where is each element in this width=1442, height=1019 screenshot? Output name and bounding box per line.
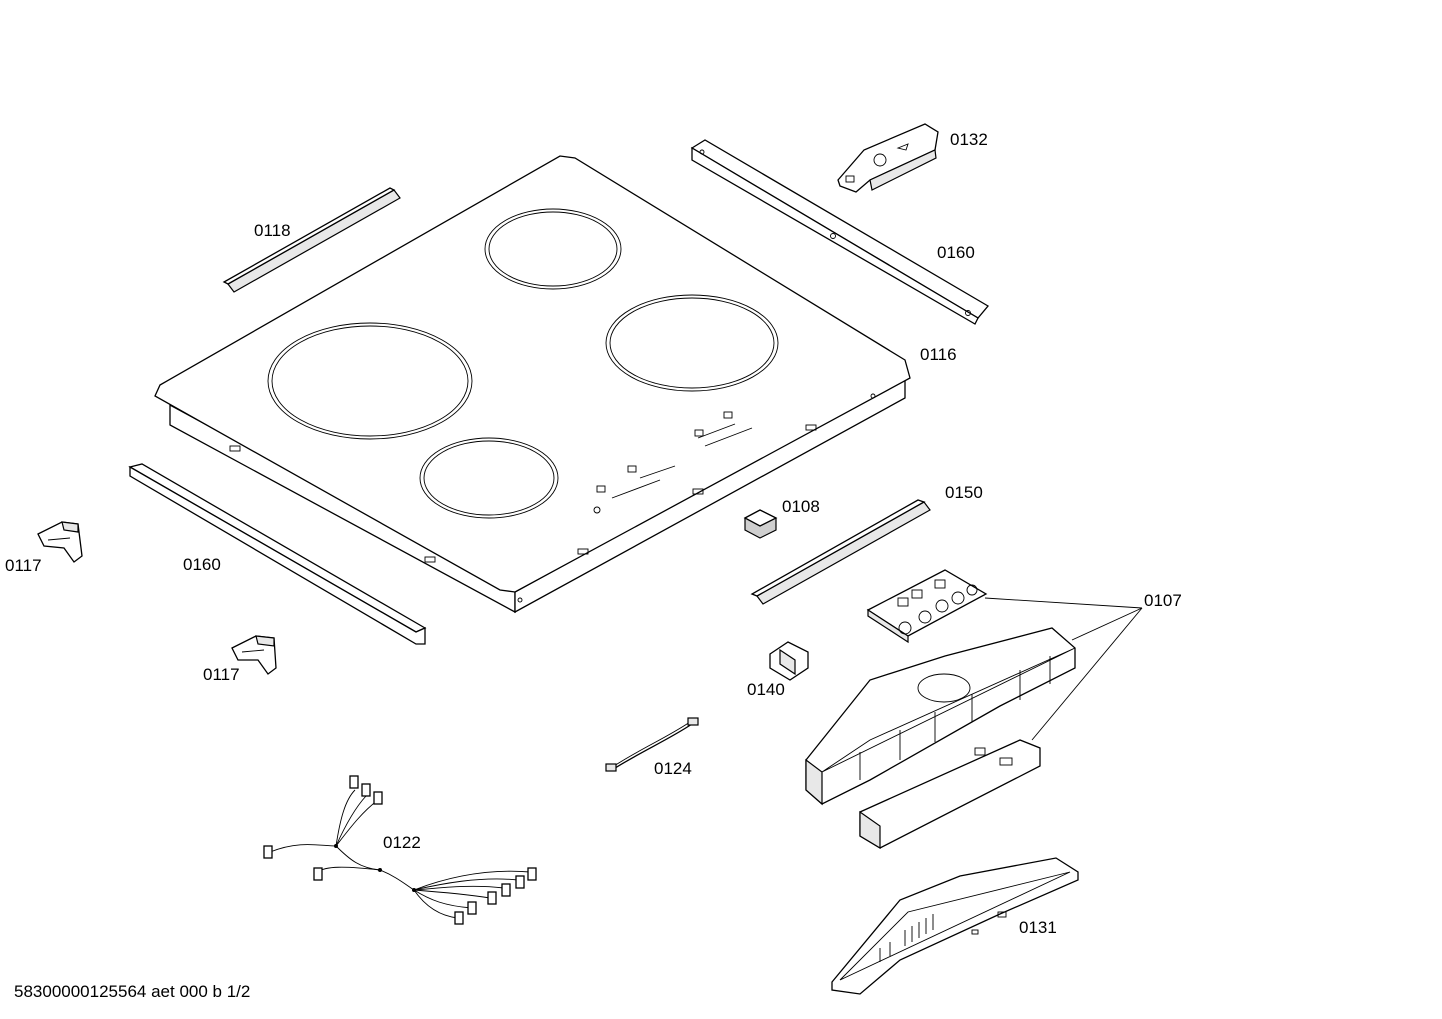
part-0117-clip-bottom[interactable] [231,635,277,675]
label-0107: 0107 [1144,591,1182,610]
label-0117-left: 0117 [5,556,42,575]
part-0107-callout-lines [984,597,1143,741]
part-0150-strip[interactable] [750,499,931,605]
part-0131-frame[interactable] [831,857,1079,995]
part-0122-wiring-harness[interactable] [263,775,537,925]
part-0107-lower-board[interactable] [859,739,1041,850]
part-0140-clip[interactable] [769,641,809,681]
label-0160-bottom: 0160 [183,555,221,574]
label-0116: 0116 [920,345,957,364]
label-0117-bottom: 0117 [203,665,240,684]
part-0160-bottom-rail[interactable] [128,463,427,645]
part-0108-block[interactable] [743,509,778,539]
label-0140: 0140 [747,680,785,699]
part-0124-cable[interactable] [605,717,699,772]
document-id: 58300000125564 aet 000 b 1/2 [14,982,251,1001]
label-0132: 0132 [950,130,988,149]
part-0116-glass-cooktop[interactable] [154,155,911,614]
label-0122: 0122 [383,833,421,852]
part-0160-top-rail[interactable] [690,139,989,325]
part-0118-trim-strip[interactable] [222,187,401,293]
part-0132-bracket[interactable] [837,123,939,193]
label-0160-top: 0160 [937,243,975,262]
label-0124: 0124 [654,759,692,778]
label-0118: 0118 [254,221,291,240]
part-0117-clip-left[interactable] [37,521,83,563]
part-0107-housing[interactable] [805,627,1076,806]
label-0150: 0150 [945,483,983,502]
part-0107-control-board[interactable] [866,569,988,644]
label-0108: 0108 [782,497,820,516]
label-0131: 0131 [1019,918,1057,937]
